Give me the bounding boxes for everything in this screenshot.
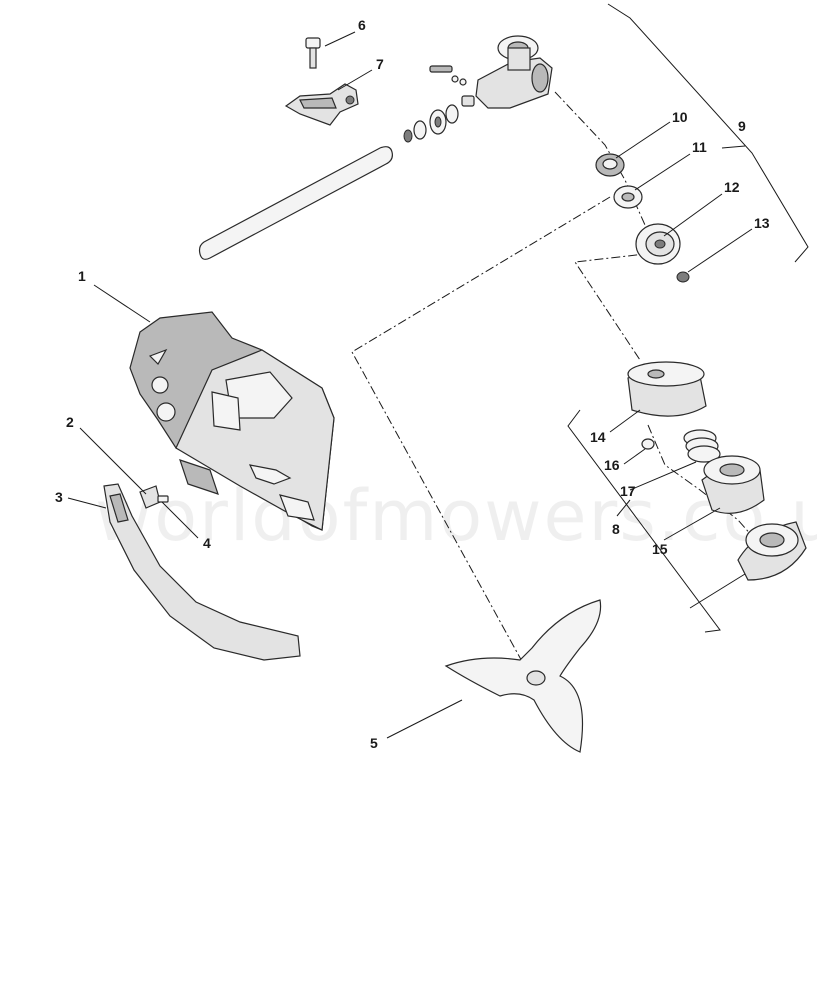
assembly-bracket-8 [567,409,721,633]
drive-shaft [198,146,393,260]
part-11-washer [613,185,643,209]
callout-15: 15 [652,541,668,557]
part-1-guard [129,311,335,531]
callout-10: 10 [672,109,688,125]
callout-16: 16 [604,457,620,473]
callout-labels: 6 7 10 9 11 12 13 1 2 3 4 14 16 17 8 15 … [55,17,770,751]
leader-lines [67,31,753,739]
gear-head [429,35,553,109]
part-13-nut [676,271,690,283]
callout-8: 8 [612,521,620,537]
part-6-screw [305,37,321,69]
callout-2: 2 [66,414,74,430]
part-12-cup [635,223,681,265]
callout-1: 1 [78,268,86,284]
callout-17: 17 [620,483,636,499]
shaft-washers [403,104,459,143]
callout-7: 7 [376,56,384,72]
part-16-eyelet [641,438,655,450]
part-5-blade [444,599,602,753]
callout-12: 12 [724,179,740,195]
callout-6: 6 [358,17,366,33]
callout-11: 11 [692,139,707,155]
part-17-spring [683,429,721,463]
callout-9: 9 [738,118,746,134]
callout-4: 4 [203,535,211,551]
part-10-washer [595,153,625,177]
part-4-screw [157,495,169,503]
callout-5: 5 [370,735,378,751]
part-7-bracket [284,83,359,126]
callout-13: 13 [754,215,770,231]
assembly-axis-lines [351,91,761,677]
callout-3: 3 [55,489,63,505]
assembly-bracket-9 [607,3,809,263]
part-spool-cover [737,521,807,581]
part-15-spool [701,455,765,514]
part-3-blade-cover [103,483,301,661]
part-14-spool-housing [627,361,707,417]
callout-14: 14 [590,429,606,445]
